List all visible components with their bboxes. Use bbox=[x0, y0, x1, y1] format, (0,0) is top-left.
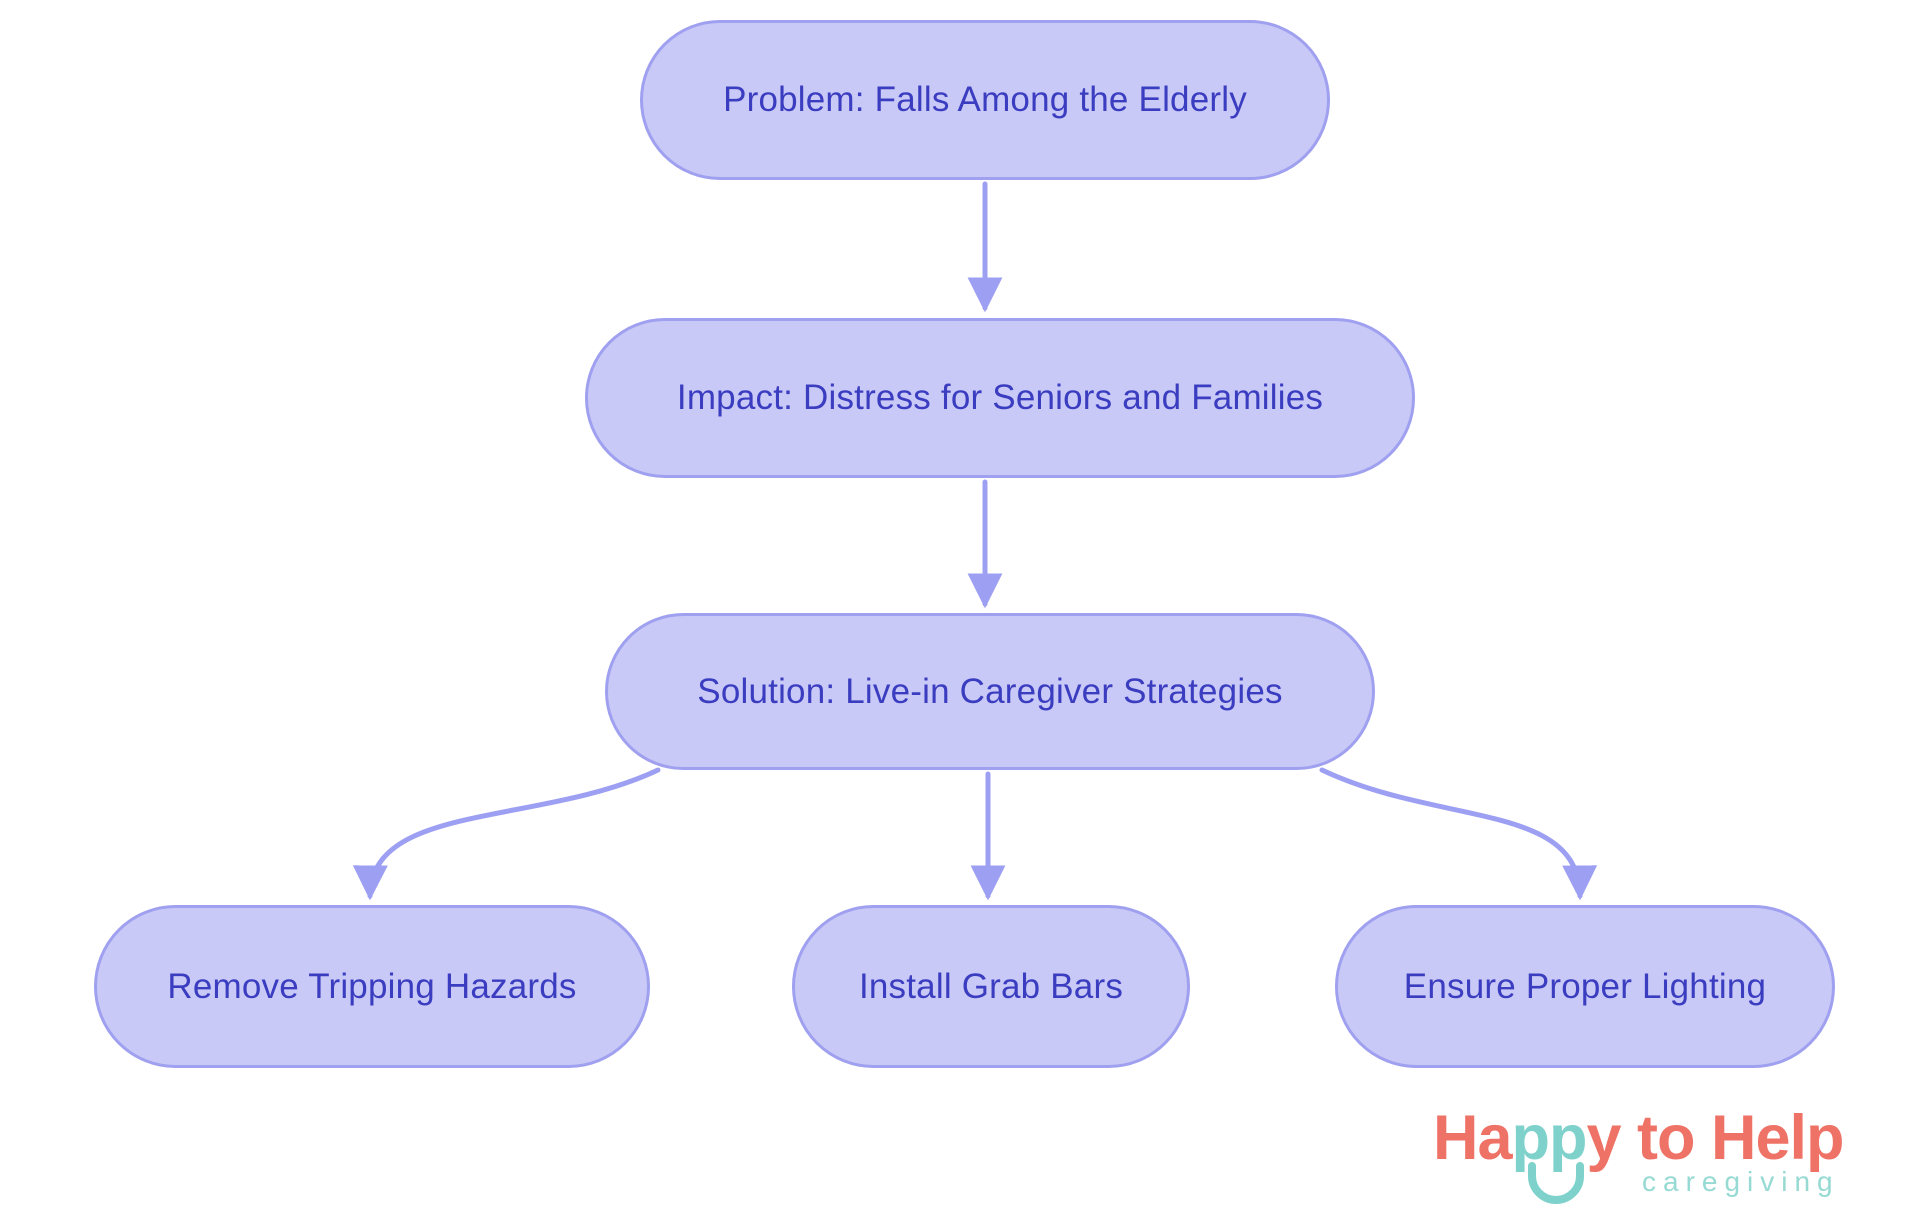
node-solution: Solution: Live-in Caregiver Strategies bbox=[605, 613, 1375, 770]
logo-tagline: caregiving bbox=[1642, 1166, 1840, 1197]
logo-word-mid: pp bbox=[1511, 1103, 1588, 1173]
edge-solution-lighting bbox=[1319, 767, 1598, 901]
node-lighting: Ensure Proper Lighting bbox=[1335, 905, 1835, 1068]
logo-wordmark: Happy to Help bbox=[1433, 1102, 1845, 1174]
node-remove-hazards: Remove Tripping Hazards bbox=[94, 905, 650, 1068]
logo-word-start: Ha bbox=[1433, 1103, 1513, 1173]
happy-to-help-logo: Happy to Help caregiving bbox=[1433, 1102, 1913, 1212]
node-impact: Impact: Distress for Seniors and Familie… bbox=[585, 318, 1415, 478]
logo-word-end: y to Help bbox=[1586, 1103, 1845, 1173]
node-problem: Problem: Falls Among the Elderly bbox=[640, 20, 1330, 180]
smile-icon bbox=[1528, 1162, 1584, 1204]
node-grab-bars: Install Grab Bars bbox=[792, 905, 1190, 1068]
edge-solution-remove-hazards bbox=[352, 767, 661, 901]
